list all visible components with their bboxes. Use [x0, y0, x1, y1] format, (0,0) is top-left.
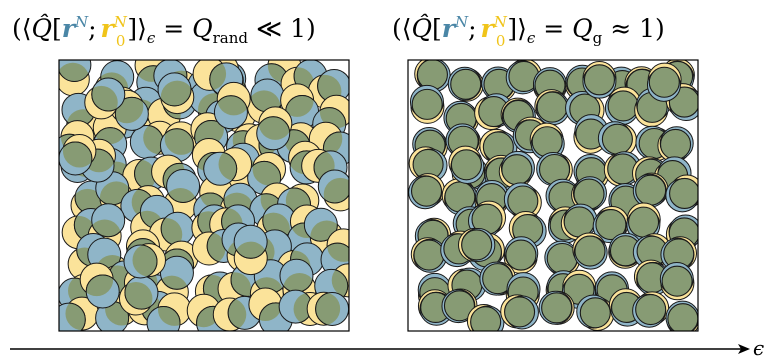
overlap-particle	[411, 88, 443, 120]
overlap-region	[85, 274, 114, 297]
right-configuration-panel	[408, 60, 698, 331]
left-panel-frame	[58, 59, 350, 332]
overlap-particle	[667, 303, 698, 331]
overlap-particle	[627, 206, 660, 238]
overlap-particle	[470, 306, 502, 331]
overlap-region	[252, 160, 282, 186]
overlap-particle	[574, 235, 606, 267]
overlap-particle	[450, 68, 482, 100]
overlap-particle	[669, 177, 698, 209]
overlap-particle	[413, 239, 445, 271]
overlap-region	[93, 127, 127, 145]
right-particles	[408, 60, 698, 331]
overlap-particle	[659, 128, 692, 160]
overlap-particle	[601, 123, 633, 155]
overlap-region	[209, 62, 227, 91]
left-particles	[59, 60, 349, 331]
overlap-region	[327, 242, 349, 262]
overlap-region	[310, 220, 338, 242]
overlap-particle	[416, 60, 448, 91]
overlap-particle	[661, 265, 693, 297]
right-panel-frame	[407, 59, 699, 332]
overlap-particle	[450, 149, 482, 181]
overlap-particle	[648, 66, 680, 98]
overlap-particle	[583, 64, 615, 96]
overlap-particle	[541, 292, 573, 324]
overlap-particle	[410, 175, 443, 207]
overlap-particle	[595, 208, 627, 241]
overlap-region	[196, 305, 221, 328]
overlap-particle	[635, 174, 667, 206]
left-configuration-panel	[59, 60, 349, 331]
overlap-particle	[501, 154, 533, 186]
epsilon-axis-label: ϵ	[753, 336, 764, 360]
overlap-region	[166, 188, 197, 203]
overlap-particle	[504, 296, 536, 328]
overlap-region	[59, 62, 90, 83]
overlap-particle	[461, 229, 493, 261]
overlap-particle	[443, 290, 476, 322]
overlap-particle	[536, 91, 568, 123]
overlap-particle	[505, 239, 537, 271]
overlap-particle	[607, 90, 639, 122]
overlap-particle	[635, 293, 667, 326]
overlap-particle	[579, 297, 611, 329]
overlap-particle	[531, 126, 563, 158]
